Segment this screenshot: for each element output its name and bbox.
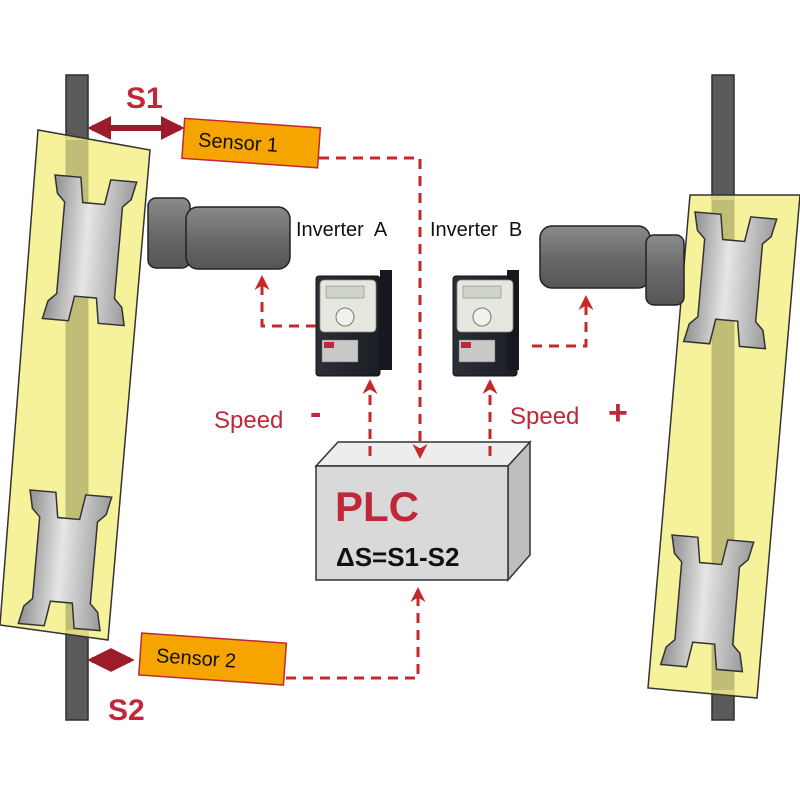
left-bottom-wheel (17, 489, 113, 632)
sensor-1: Sensor 1 (181, 117, 322, 169)
right-top-wheel (682, 211, 778, 350)
speed-right-sign: + (608, 394, 628, 432)
right-rail-assembly (539, 74, 800, 721)
inverter-a-label: Inverter A (296, 219, 388, 241)
sensor-2: Sensor 2 (137, 632, 288, 686)
plc-formula: ΔS=S1-S2 (336, 542, 459, 572)
plc-label: PLC (335, 483, 419, 530)
inverter-a-to-motor-line (254, 275, 316, 328)
speed-left-sign: - (310, 394, 321, 432)
left-top-wheel (41, 174, 138, 327)
s2-label: S2 (108, 694, 145, 727)
left-rail-assembly (0, 74, 291, 721)
signal-lines (254, 156, 594, 680)
speed-right-label: Speed (510, 403, 579, 430)
s1-label: S1 (126, 82, 163, 115)
right-bottom-wheel (659, 534, 755, 673)
inverter-b-label: Inverter B (430, 219, 522, 241)
inverter-b-device (452, 270, 519, 377)
left-motor (147, 197, 291, 270)
sensor2-to-plc-line (286, 587, 426, 680)
right-motor (539, 225, 685, 306)
speed-left-label: Speed (214, 407, 283, 434)
inverter-a-device (315, 270, 392, 377)
inverter-b-to-motor-line (532, 295, 594, 348)
